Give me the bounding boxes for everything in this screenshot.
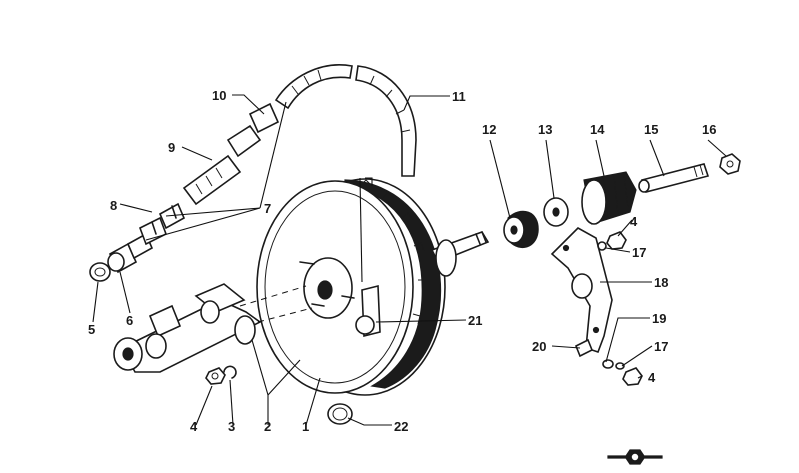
- mounting-bracket: [550, 227, 613, 354]
- upper-washer: [597, 241, 607, 251]
- hose-clamps: [138, 202, 186, 246]
- vacuum-hose: [274, 64, 417, 177]
- callout-15: 15: [644, 122, 658, 137]
- callout-21: 21: [468, 313, 482, 328]
- connector-pipe: [182, 124, 262, 206]
- lower-lock-washer: [602, 359, 614, 369]
- callout-6: 6: [126, 313, 133, 328]
- callout-5: 5: [88, 322, 95, 337]
- callout-10: 10: [212, 88, 226, 103]
- lower-bracket-nut: [622, 367, 643, 386]
- manufacturer-emblem-icon: [607, 449, 663, 465]
- callout-14: 14: [590, 122, 605, 137]
- callout-17-upper: 17: [632, 245, 646, 260]
- spacer-bushing: [503, 210, 539, 249]
- callout-7: 7: [264, 201, 271, 216]
- bracket-bolt: [574, 338, 594, 358]
- hex-nut: [205, 367, 226, 385]
- callout-22: 22: [394, 419, 408, 434]
- callout-4-cylinder: 4: [190, 419, 198, 434]
- callout-11: 11: [452, 89, 466, 104]
- callout-2: 2: [264, 419, 271, 434]
- sealing-ring: [89, 262, 111, 282]
- callout-labels: 1 2 3 4 4 4 5 6 7 8 9 10 11 12 13 14 15 …: [88, 88, 716, 434]
- callout-8: 8: [110, 198, 117, 213]
- callout-12: 12: [482, 122, 496, 137]
- callout-4-bracket-upper: 4: [630, 214, 638, 229]
- callout-9: 9: [168, 140, 175, 155]
- callout-1: 1: [302, 419, 309, 434]
- hose-clamp-upper: [248, 102, 280, 134]
- callout-13: 13: [538, 122, 552, 137]
- callout-17-lower: 17: [654, 339, 668, 354]
- rubber-boot: [581, 171, 637, 225]
- washer: [543, 197, 569, 227]
- leader-lines: [92, 94, 727, 426]
- callout-4-bracket-lower: 4: [648, 370, 656, 385]
- master-cylinder: [113, 283, 313, 373]
- callout-20: 20: [532, 339, 546, 354]
- push-rod: [638, 163, 710, 193]
- spring-washer: [223, 365, 237, 379]
- callout-16: 16: [702, 122, 716, 137]
- callout-3: 3: [228, 419, 235, 434]
- lower-washer: [615, 362, 625, 370]
- callout-19: 19: [652, 311, 666, 326]
- upper-bracket-nut: [606, 231, 627, 250]
- lock-nut: [719, 153, 741, 175]
- o-ring-seal: [327, 403, 353, 425]
- callout-18: 18: [654, 275, 668, 290]
- brake-booster: [256, 178, 490, 396]
